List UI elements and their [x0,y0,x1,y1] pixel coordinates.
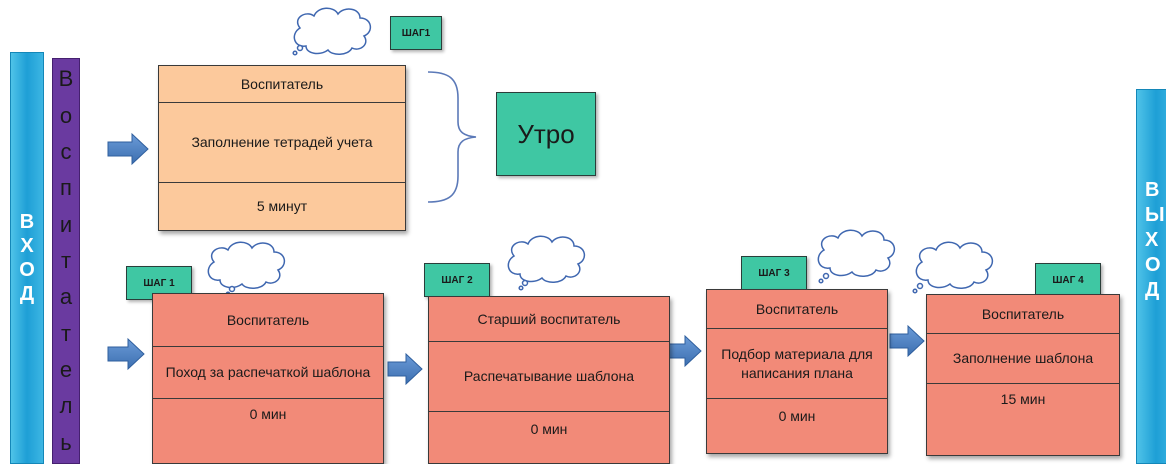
role-letter: и [59,211,73,237]
thought-cloud-icon [292,7,372,56]
exit-letter: Х [1145,229,1159,251]
thought-cloud-icon [912,241,994,294]
process-task: Подбор материала для написания плана [707,328,887,398]
process-task: Поход за распечаткой шаблона [153,346,383,398]
process-task: Заполнение шаблона [927,333,1119,383]
step-badge-morning: ШАГ1 [390,16,442,50]
step-4-process-box: Воспитатель Заполнение шаблона 15 мин [926,294,1120,456]
process-time: 0 мин [707,398,887,453]
role-letter: п [60,175,72,201]
entry-bar: В Х О Д [10,52,44,464]
process-time: 15 мин [927,383,1119,455]
exit-letter: Д [1145,279,1160,301]
thought-cloud-icon [507,235,586,291]
entry-letter: В [19,211,35,233]
role-letter: т [60,320,72,346]
morning-brace [427,71,477,203]
role-letter: л [59,393,73,419]
morning-label: Утро [496,92,596,176]
step-badge-4: ШАГ 4 [1035,263,1101,297]
step-1-process-box: Воспитатель Поход за распечаткой шаблона… [152,293,384,464]
role-letter: ь [60,429,72,455]
arrow-to-morning [107,132,149,166]
exit-letter: В [1145,179,1160,201]
arrow-to-step2 [387,352,423,386]
step-badge-3: ШАГ 3 [741,256,807,290]
role-bar: В о с п и т а т е л ь [52,58,80,464]
arrow-to-step3 [666,334,702,368]
role-letter: а [59,284,73,310]
role-letter: В [58,66,74,92]
process-time: 5 минут [159,182,405,230]
arrow-to-step4 [889,324,925,358]
entry-letter: Х [20,235,34,257]
role-letter: с [60,138,72,164]
entry-letter: О [19,259,35,281]
thought-cloud-icon [817,229,896,284]
step-2-process-box: Старший воспитатель Распечатывание шабло… [428,296,670,464]
arrow-to-step1 [107,337,145,371]
role-letter: о [59,102,73,128]
exit-bar: В Ы Х О Д [1136,89,1166,464]
step-3-process-box: Воспитатель Подбор материала для написан… [706,289,888,454]
entry-letter: Д [19,283,35,305]
process-task: Распечатывание шаблона [429,341,669,411]
process-task: Заполнение тетрадей учета [159,102,405,182]
process-role: Воспитатель [240,75,324,92]
process-role: Воспитатель [226,311,310,328]
role-letter: е [59,357,73,383]
step-badge-2: ШАГ 2 [424,263,490,297]
exit-letter: О [1145,254,1161,276]
process-role: Воспитатель [755,300,839,317]
morning-process-box: Воспитатель Заполнение тетрадей учета 5 … [158,65,406,231]
process-role: Воспитатель [981,305,1065,322]
process-time: 0 мин [429,411,669,463]
thought-cloud-icon [207,241,286,297]
process-time: 0 мин [153,398,383,463]
role-letter: т [60,247,72,273]
process-role: Старший воспитатель [477,310,621,327]
exit-letter: Ы [1145,204,1165,226]
